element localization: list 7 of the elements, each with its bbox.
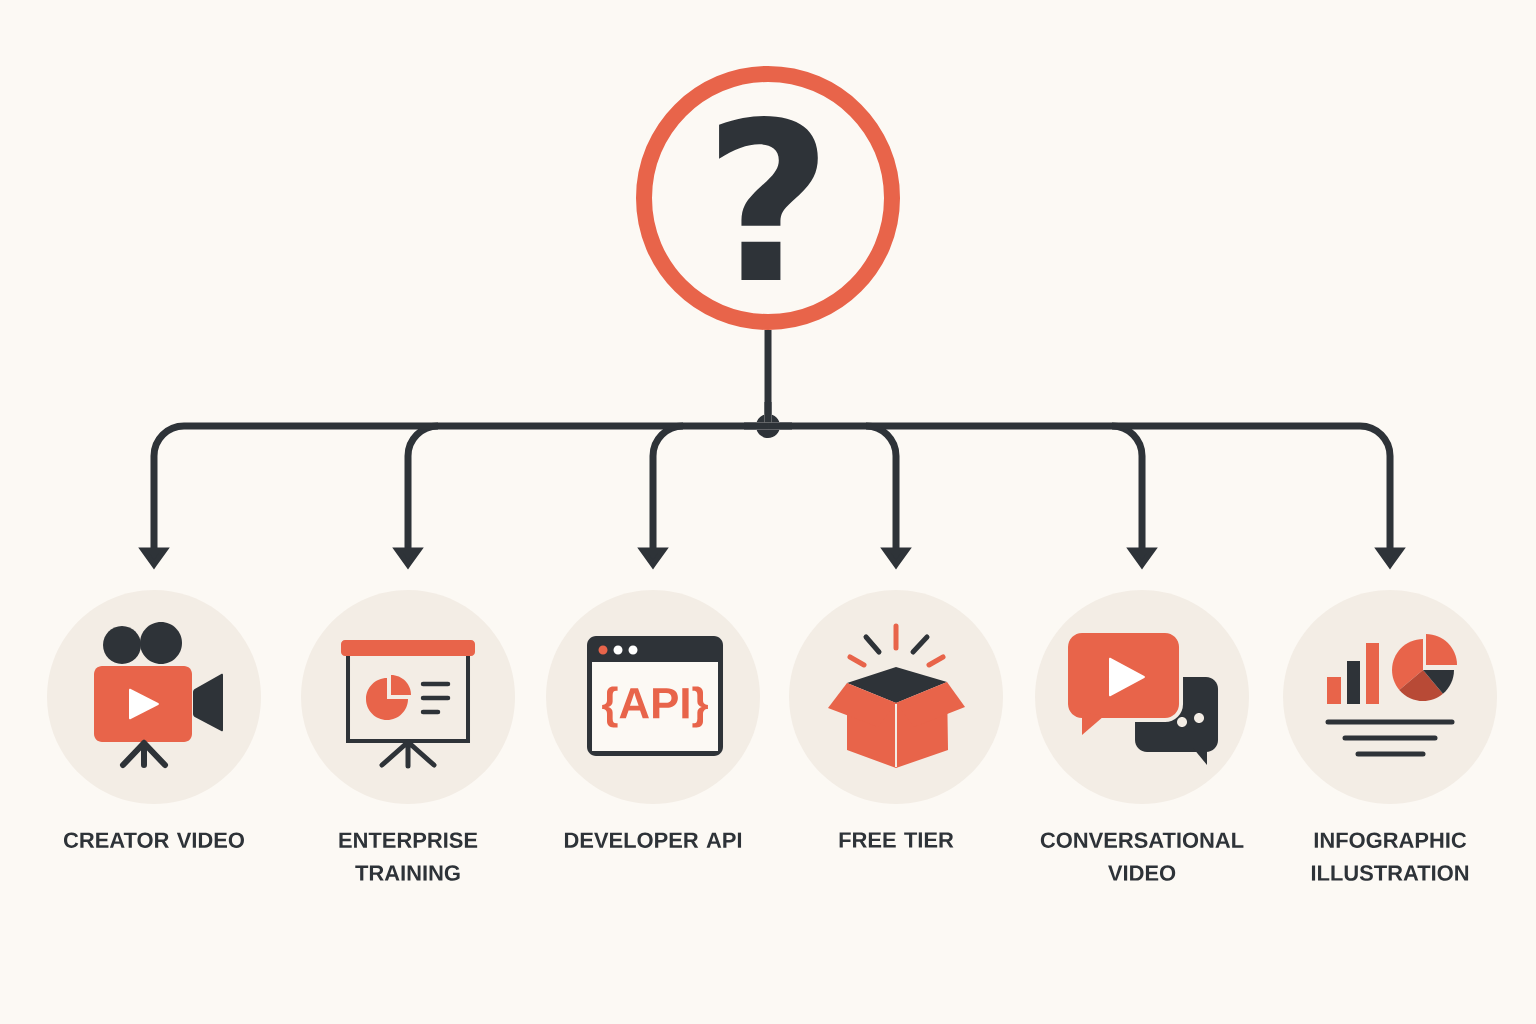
category-label: INFOGRAPHIC ILLUSTRATION <box>1311 832 1469 881</box>
category-label: DEVELOPER API <box>564 832 742 848</box>
category-label: ENTERPRISE TRAINING <box>339 832 478 881</box>
category-label: FREE TIER <box>839 832 954 848</box>
category-label: CONVERSATIONAL VIDEO <box>1040 832 1244 881</box>
category-label: CREATOR VIDEO <box>64 832 244 848</box>
api-label: {API} <box>602 686 708 728</box>
